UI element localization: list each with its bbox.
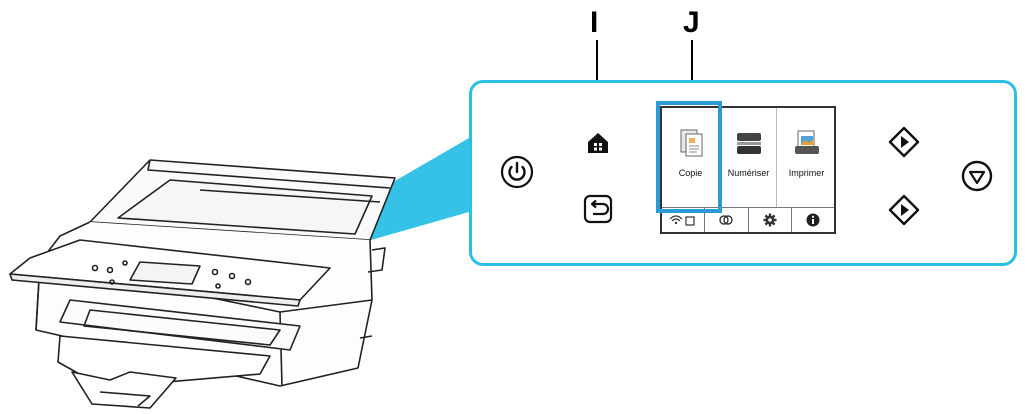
start-icon	[888, 194, 920, 226]
start-icon	[888, 126, 920, 158]
info-icon	[806, 213, 820, 227]
tile-copy-label: Copie	[678, 168, 703, 178]
copy-icon	[680, 129, 702, 157]
operation-panel: Copie Numériser Imprimer	[469, 80, 1017, 266]
back-icon	[583, 194, 613, 224]
tile-print-label: Imprimer	[788, 168, 825, 178]
gear-icon	[763, 213, 777, 227]
touch-screen: Copie Numériser Imprimer	[660, 106, 836, 234]
tile-copy[interactable]: Copie	[662, 108, 719, 208]
black-start-button[interactable]	[887, 193, 921, 227]
info-button[interactable]	[792, 208, 834, 232]
callout-label-home: I	[590, 6, 599, 39]
home-icon	[588, 133, 608, 153]
screen-bottom-bar	[662, 207, 834, 232]
power-button[interactable]	[500, 155, 534, 189]
wireless-status-button[interactable]	[662, 208, 706, 232]
back-button[interactable]	[582, 193, 614, 225]
print-icon	[794, 130, 819, 154]
stop-button[interactable]	[960, 159, 994, 193]
tile-print[interactable]: Imprimer	[778, 108, 835, 208]
setup-button[interactable]	[749, 208, 792, 232]
link-icon	[719, 215, 734, 225]
scan-icon	[736, 133, 761, 154]
callout-label-screen: J	[683, 6, 700, 39]
wifi-icon	[669, 215, 695, 226]
tile-scan[interactable]: Numériser	[720, 108, 777, 208]
printer-body	[9, 159, 396, 409]
tile-scan-label: Numériser	[727, 168, 770, 178]
color-start-button[interactable]	[887, 125, 921, 159]
home-button[interactable]	[582, 129, 614, 157]
link-button[interactable]	[705, 208, 749, 232]
stop-icon	[961, 160, 993, 192]
power-icon	[500, 155, 534, 189]
screen-highlight-frame	[656, 101, 722, 213]
